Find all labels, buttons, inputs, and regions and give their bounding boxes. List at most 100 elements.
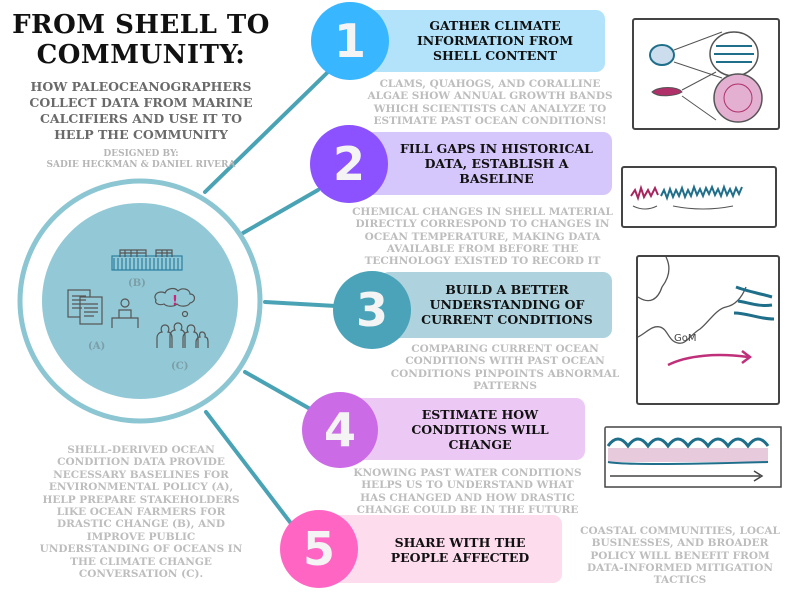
ocean-farm-icon	[111, 249, 183, 271]
text-line: CONDITIONS PINPOINTS ABNORMAL	[390, 367, 620, 380]
title-line: BUILD A BETTER	[445, 282, 569, 297]
step-1-title: GATHER CLIMATE INFORMATION FROM SHELL CO…	[385, 18, 605, 63]
subtitle-line: HOW PALEOCEANOGRAPHERS	[30, 79, 252, 94]
step-1-box: GATHER CLIMATE INFORMATION FROM SHELL CO…	[345, 10, 605, 72]
credit-line: DESIGNED BY:	[103, 149, 179, 159]
title-line: GATHER CLIMATE	[429, 18, 561, 33]
text-line: OCEAN TEMPERATURE, MAKING DATA	[364, 230, 601, 243]
text-line: BUSINESSES, AND BROADER	[591, 537, 769, 550]
designer-credit: DESIGNED BY: SADIE HECKMAN & DANIEL RIVE…	[0, 149, 282, 171]
page-title: FROM SHELL TO COMMUNITY:	[0, 10, 282, 70]
step-3-title: BUILD A BETTER UNDERSTANDING OF CURRENT …	[402, 282, 612, 327]
text-line: UNDERSTANDING OF OCEANS IN	[39, 543, 243, 556]
text-line: THE CLIMATE CHANGE	[70, 555, 212, 568]
subtitle-line: HELP THE COMMUNITY	[54, 127, 228, 142]
text-line: HAS CHANGED AND HOW DRASTIC	[360, 491, 575, 504]
credit-line: SADIE HECKMAN & DANIEL RIVERA	[46, 160, 236, 170]
text-line: ENVIRONMENTAL POLICY (A),	[48, 481, 234, 494]
text-line: COMPARING CURRENT OCEAN	[411, 343, 599, 355]
map-label: GoM	[674, 333, 697, 344]
speaker-podium-icon	[111, 298, 139, 328]
policy-documents-icon	[67, 289, 103, 325]
title-line: COMMUNITY:	[36, 40, 246, 70]
text-line: CHEMICAL CHANGES IN SHELL MATERIAL	[352, 206, 613, 218]
text-line: CLAMS, QUAHOGS, AND CORALLINE	[379, 78, 601, 90]
text-line: CONDITION DATA PROVIDE	[57, 456, 225, 469]
step-1-description: CLAMS, QUAHOGS, AND CORALLINE ALGAE SHOW…	[350, 78, 630, 127]
step-2-description: CHEMICAL CHANGES IN SHELL MATERIAL DIREC…	[335, 206, 630, 267]
step-4-title: ESTIMATE HOW CONDITIONS WILL CHANGE	[375, 407, 585, 452]
subtitle: HOW PALEOCEANOGRAPHERS COLLECT DATA FROM…	[0, 79, 282, 143]
title-line: INFORMATION FROM	[416, 33, 574, 48]
gulf-of-maine-map-sketch: GoM	[636, 255, 780, 405]
title-line: ESTIMATE HOW	[421, 407, 539, 422]
title-line: PEOPLE AFFECTED	[390, 550, 530, 565]
text-line: DIRECTLY CORRESPOND TO CHANGES IN	[355, 218, 610, 231]
text-line: ESTIMATE PAST OCEAN CONDITIONS!	[373, 114, 607, 127]
title-line: FROM SHELL TO	[12, 10, 270, 40]
text-line: IMPROVE PUBLIC	[86, 530, 196, 543]
text-line: COASTAL COMMUNITIES, LOCAL	[580, 525, 780, 537]
alert-mark: !	[172, 294, 178, 309]
step-3-number: 3	[333, 271, 411, 349]
step-1-number: 1	[311, 2, 389, 80]
current-arrows	[733, 285, 775, 321]
text-line: CHANGE COULD BE IN THE FUTURE	[356, 503, 579, 516]
step-3-description: COMPARING CURRENT OCEAN CONDITIONS WITH …	[380, 343, 630, 392]
text-line: HELP PREPARE STAKEHOLDERS	[42, 493, 240, 506]
title-line: DATA, ESTABLISH A	[424, 156, 569, 171]
label-c: (C)	[171, 361, 189, 372]
connector-line-2	[241, 188, 320, 235]
text-line: PATTERNS	[473, 379, 537, 392]
step-5-description: COASTAL COMMUNITIES, LOCAL BUSINESSES, A…	[570, 525, 790, 586]
step-3-box: BUILD A BETTER UNDERSTANDING OF CURRENT …	[380, 272, 612, 338]
subtitle-line: COLLECT DATA FROM MARINE	[29, 95, 253, 110]
community-inner-circle	[42, 203, 238, 399]
text-line: NECESSARY BASELINES FOR	[53, 468, 229, 481]
step-2-title: FILL GAPS IN HISTORICAL DATA, ESTABLISH …	[381, 141, 612, 186]
text-line: ALGAE SHOW ANNUAL GROWTH BANDS	[367, 90, 613, 103]
step-5-number: 5	[280, 510, 358, 588]
label-a: (A)	[88, 341, 106, 352]
text-line: DRASTIC CHANGE (B), AND	[57, 518, 225, 531]
text-line: KNOWING PAST WATER CONDITIONS	[353, 467, 582, 479]
text-line: DATA-INFORMED MITIGATION	[587, 561, 773, 574]
connector-line-5	[204, 410, 298, 532]
zoom-algae-bands	[713, 73, 763, 123]
step-4-description: KNOWING PAST WATER CONDITIONS HELPS US T…	[335, 467, 600, 516]
title-line: BASELINE	[459, 171, 534, 186]
text-line: TACTICS	[653, 574, 707, 587]
step-5-title: SHARE WITH THE PEOPLE AFFECTED	[358, 535, 562, 565]
connector-line-3	[263, 300, 338, 308]
title-line: CONDITIONS WILL	[411, 422, 549, 437]
step-2-box: FILL GAPS IN HISTORICAL DATA, ESTABLISH …	[345, 132, 612, 195]
text-line: SHELL-DERIVED OCEAN	[67, 444, 215, 456]
text-line: CONVERSATION (C).	[78, 568, 204, 581]
text-line: CONDITIONS WITH PAST OCEAN	[405, 355, 605, 368]
temperature-record-sketch	[621, 166, 777, 228]
clam-shell-icon	[649, 44, 675, 66]
public-crowd-icon	[156, 322, 209, 348]
connector-lines	[203, 68, 338, 532]
text-line: AVAILABLE FROM BEFORE THE	[386, 242, 579, 255]
subtitle-line: CALCIFIERS AND USE IT TO	[39, 111, 243, 126]
step-4-number: 4	[302, 392, 378, 468]
title-line: FILL GAPS IN HISTORICAL	[400, 141, 593, 156]
title-line: CHANGE	[448, 437, 512, 452]
title-line: SHARE WITH THE	[394, 535, 526, 550]
coastline	[638, 257, 747, 344]
connector-line-4	[243, 370, 314, 412]
shell-growth-bands-sketch	[632, 18, 780, 130]
warming-arrow	[667, 353, 749, 367]
step-2-number: 2	[310, 125, 388, 203]
community-description: SHELL-DERIVED OCEAN CONDITION DATA PROVI…	[10, 444, 272, 580]
text-line: HELPS US TO UNDERSTAND WHAT	[361, 479, 574, 492]
text-line: POLICY WILL BENEFIT FROM	[590, 549, 770, 562]
rising-waves-sketch	[604, 426, 784, 490]
thought-cloud-icon	[154, 287, 196, 318]
title-line: SHELL CONTENT	[432, 48, 558, 63]
connector-line-1	[203, 68, 332, 194]
algae-icon	[651, 87, 683, 97]
text-line: WHICH SCIENTISTS CAN ANALYZE TO	[373, 102, 607, 115]
